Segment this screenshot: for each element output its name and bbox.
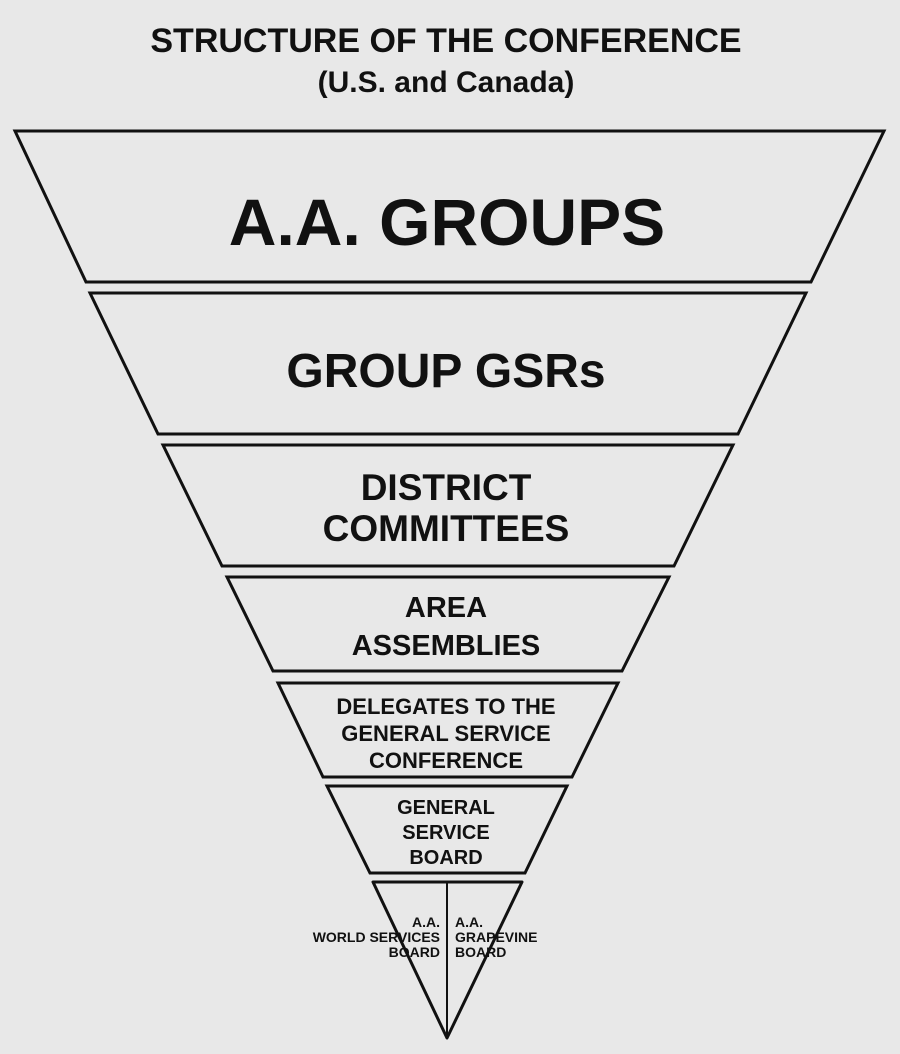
tier-delegates-label-line-1: DELEGATES TO THE <box>336 694 555 719</box>
diagram-subtitle: (U.S. and Canada) <box>318 66 575 99</box>
tier-area-assemblies-shape <box>224 575 672 673</box>
tier-aa-groups-shape <box>12 129 887 284</box>
grapevine-board-label-line-3: BOARD <box>455 944 506 960</box>
tier-area-assemblies: AREA ASSEMBLIES <box>224 575 672 673</box>
tier-group-gsrs-label: GROUP GSRs <box>286 345 605 398</box>
tier-delegates: DELEGATES TO THE GENERAL SERVICE CONFERE… <box>275 681 621 779</box>
tier-affiliated-boards: A.A. WORLD SERVICES BOARD A.A. GRAPEVINE… <box>313 880 537 1040</box>
grapevine-board-label-line-2: GRAPEVINE <box>455 929 537 945</box>
tier-general-service-board-label-line-2: SERVICE <box>402 822 489 844</box>
tier-group-gsrs-shape <box>87 291 809 436</box>
world-services-board-label-line-3: BOARD <box>389 944 440 960</box>
tier-district-committees-shape <box>160 443 736 568</box>
world-services-board-label-line-2: WORLD SERVICES <box>313 929 440 945</box>
grapevine-board-label-line-1: A.A. <box>455 914 483 930</box>
tier-delegates-shape <box>275 681 621 779</box>
tier-delegates-label-line-3: CONFERENCE <box>369 748 523 773</box>
tier-group-gsrs: GROUP GSRs <box>87 291 809 436</box>
tier-general-service-board-label-line-3: BOARD <box>409 847 482 869</box>
diagram-title: STRUCTURE OF THE CONFERENCE <box>150 22 741 60</box>
world-services-board-label-line-1: A.A. <box>412 914 440 930</box>
tier-general-service-board-label-line-1: GENERAL <box>397 797 495 819</box>
tier-area-assemblies-label-line-2: ASSEMBLIES <box>352 630 541 662</box>
tier-district-committees-label-line-2: COMMITTEES <box>323 508 570 549</box>
tier-general-service-board-shape <box>324 784 570 875</box>
tier-district-committees: DISTRICT COMMITTEES <box>160 443 736 568</box>
tier-area-assemblies-label-line-1: AREA <box>405 592 487 624</box>
tier-aa-groups-label: A.A. GROUPS <box>229 185 665 259</box>
tier-general-service-board: GENERAL SERVICE BOARD <box>324 784 570 875</box>
tier-delegates-label-line-2: GENERAL SERVICE <box>341 721 550 746</box>
tier-aa-groups: A.A. GROUPS <box>12 129 887 284</box>
tier-district-committees-label-line-1: DISTRICT <box>361 467 532 508</box>
